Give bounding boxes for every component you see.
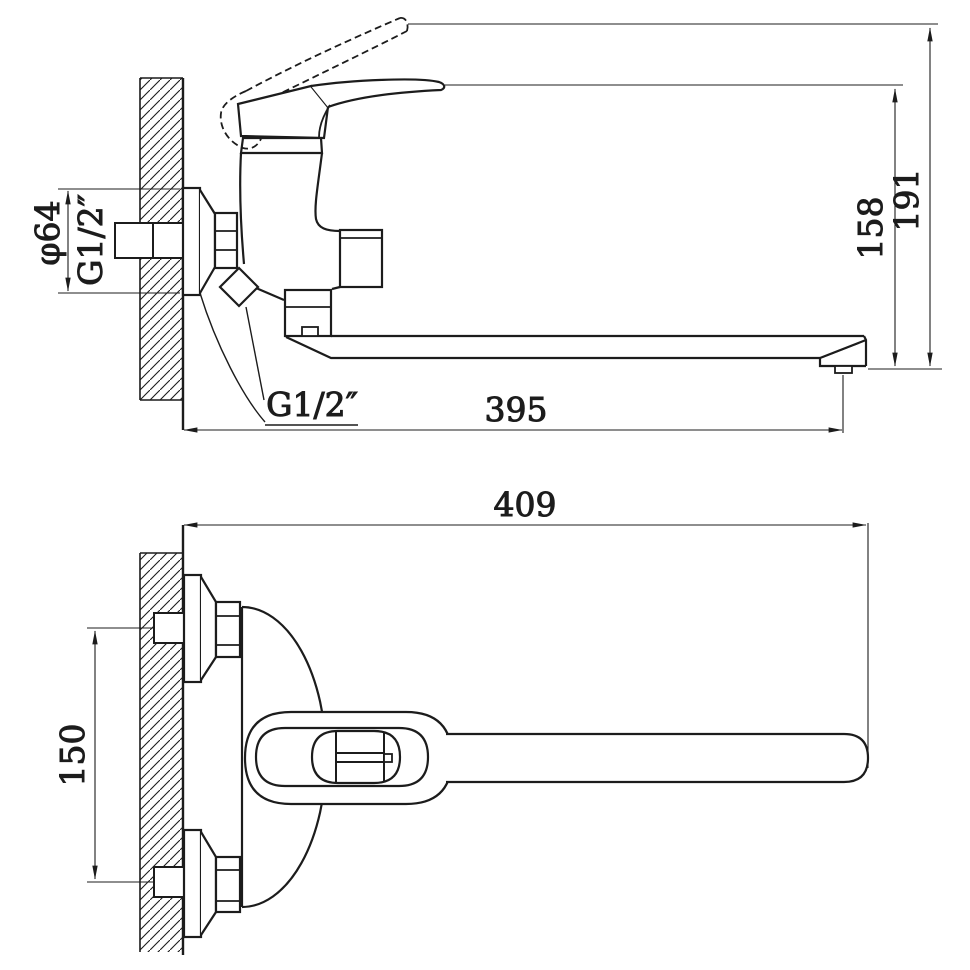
side-view: φ64 G1/2″ 158 191 395 G1/2″ [28,17,942,433]
angled-nipple [218,266,260,308]
handle-lever-raised-dashed [219,17,409,150]
leader-spout-thread [199,292,266,423]
ext-line-escutcheon [58,188,180,294]
dim-label-inlet-spacing: 150 [53,724,92,787]
dim-label-escutcheon-diameter: φ64 [28,200,67,265]
ext-lines-inlet-centers [87,627,153,883]
handle-lever [236,78,446,140]
aerator [834,365,853,374]
faucet-body-side [218,136,384,308]
handle-inner-plan [254,726,430,788]
escutcheon-top-plan [182,573,242,684]
mounting-nut-side [213,211,239,270]
leader-nipple-thread [245,306,265,401]
dim-label-overall-length: 409 [494,485,557,524]
supply-pipe-side [114,222,184,259]
spout-side [283,288,868,374]
cartridge-bar [335,752,385,763]
escutcheon-side [181,186,217,297]
dim-label-spout-thread: G1/2″ [266,385,358,424]
escutcheon-bottom-plan [182,828,242,939]
dimensions-side [58,23,942,433]
dim-label-supply-thread: G1/2″ [71,194,110,286]
plan-view: 409 150 [53,485,870,955]
dim-label-height-191: 191 [887,169,926,232]
shower-outlet-box [338,228,384,289]
dimensions-plan [87,522,869,883]
dim-label-spout-reach: 395 [485,390,548,429]
spout-plan [446,732,870,784]
dim-label-height-158: 158 [851,197,890,260]
